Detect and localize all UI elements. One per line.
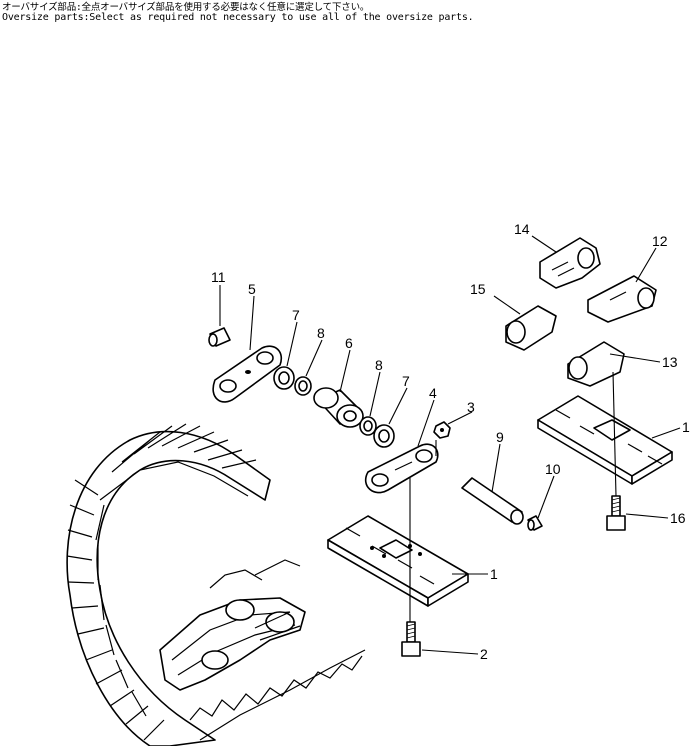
part-6-bushing	[313, 387, 364, 428]
part-1-shoe-center	[327, 515, 469, 607]
part-13-shoe-segment	[567, 341, 625, 387]
oversize-note-english: Oversize parts:Select as required not ne…	[2, 12, 474, 23]
callout-16: 16	[670, 510, 686, 526]
callout-15: 15	[470, 281, 486, 297]
part-8-spacer-left	[294, 376, 312, 396]
callout-1-right: 1	[682, 419, 690, 435]
callout-3: 3	[467, 399, 475, 415]
callout-5: 5	[248, 281, 256, 297]
part-10-plug	[527, 515, 543, 531]
part-2-bolt	[401, 621, 421, 657]
callout-11: 11	[211, 269, 226, 285]
part-4-link	[364, 443, 439, 494]
callout-7-left: 7	[292, 307, 300, 323]
oversize-note-japanese: オーバサイズ部品:全点オーバサイズ部品を使用する必要はなく任意に選定して下さい。	[2, 2, 370, 13]
part-8-spacer-right	[359, 416, 377, 436]
callout-1-center: 1	[490, 566, 498, 582]
part-14-shoe-segment	[539, 237, 601, 289]
leader-lines	[219, 235, 681, 655]
callout-9: 9	[496, 429, 504, 445]
part-1-shoe-right	[537, 395, 673, 485]
callout-6: 6	[345, 335, 353, 351]
part-16-bolt	[606, 495, 626, 531]
callout-2: 2	[480, 646, 488, 662]
callout-7-right: 7	[402, 373, 410, 389]
callout-12: 12	[652, 233, 668, 249]
part-5-link	[212, 345, 282, 403]
part-9-pin	[461, 477, 524, 525]
part-3-nut	[433, 421, 451, 439]
callout-14: 14	[514, 221, 530, 237]
callout-4: 4	[429, 385, 437, 401]
part-12-shoe-segment	[587, 275, 657, 323]
part-11-pin	[208, 327, 231, 347]
track-assembly-drawing	[66, 423, 366, 746]
callout-13: 13	[662, 354, 678, 370]
callout-8-left: 8	[317, 325, 325, 341]
part-7-seal-right	[373, 424, 395, 448]
part-15-shoe-segment	[505, 305, 557, 351]
callout-labels: 11 5 7 8 6 8 7 4 3 9 10 14 12 15 13 1 1 …	[211, 221, 690, 662]
part-7-seal-left	[273, 366, 295, 390]
callout-8-right: 8	[375, 357, 383, 373]
callout-10: 10	[545, 461, 561, 477]
